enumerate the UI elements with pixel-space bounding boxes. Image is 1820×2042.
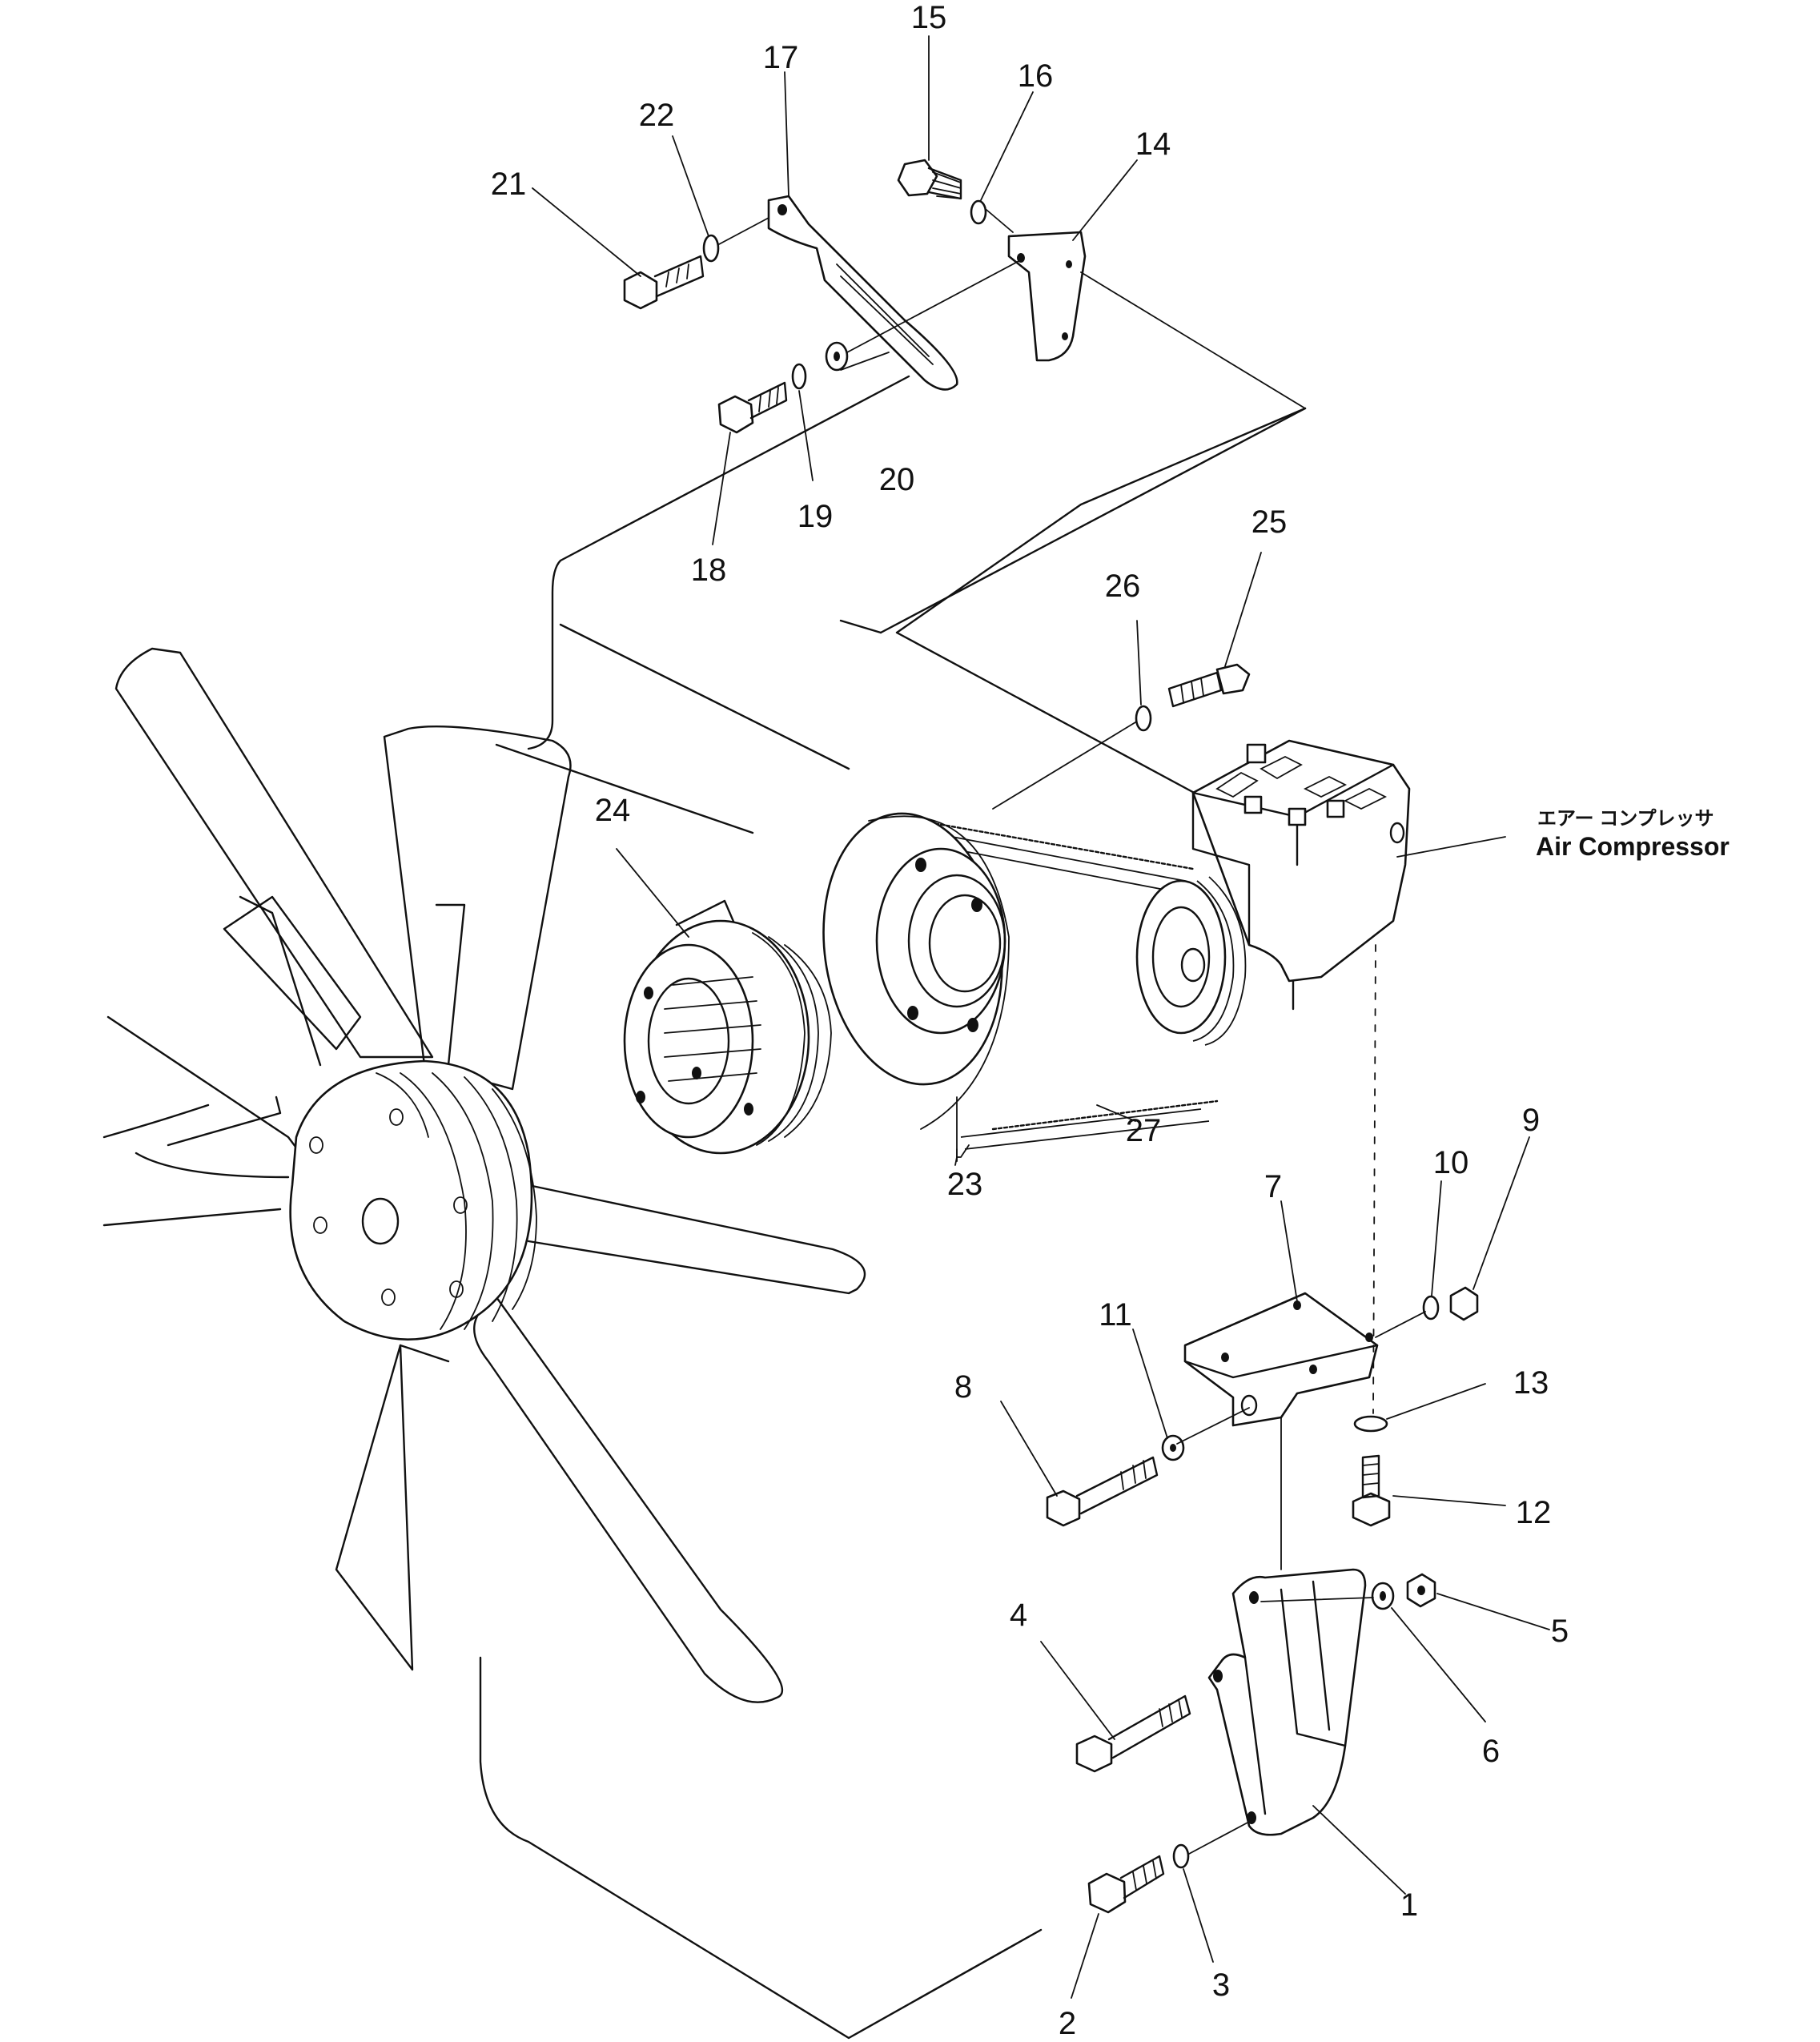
label-19: 19 <box>798 499 834 534</box>
washer-22 <box>702 234 720 263</box>
bolt-18 <box>717 381 788 434</box>
label-3: 3 <box>1212 1968 1230 2003</box>
washer-26 <box>1135 705 1152 732</box>
leaders <box>532 35 1550 1999</box>
bolt-2 <box>1087 1855 1165 1914</box>
washer-19 <box>791 363 807 390</box>
label-17: 17 <box>763 40 799 75</box>
label-5: 5 <box>1551 1614 1569 1649</box>
label-4: 4 <box>1010 1598 1027 1633</box>
label-9: 9 <box>1522 1103 1540 1138</box>
label-16: 16 <box>1018 58 1054 94</box>
label-8: 8 <box>954 1369 972 1405</box>
washer-13 <box>1353 1415 1388 1433</box>
bolt-25 <box>1167 663 1251 708</box>
part-number-labels: 1 2 3 4 5 6 7 8 9 10 11 12 13 14 15 16 1… <box>491 0 1569 2041</box>
label-2: 2 <box>1059 2006 1076 2041</box>
label-15: 15 <box>911 0 947 35</box>
label-27: 27 <box>1126 1113 1162 1148</box>
bolt-12 <box>1352 1454 1391 1527</box>
washers-and-nuts <box>702 199 1479 1869</box>
bracket-7 <box>1183 1292 1379 1427</box>
bracket-14 <box>1007 231 1087 362</box>
label-6: 6 <box>1482 1734 1500 1769</box>
drive-pulley-23 <box>822 812 1219 1150</box>
bolt-4 <box>1075 1694 1191 1773</box>
label-24: 24 <box>595 793 631 828</box>
label-10: 10 <box>1433 1145 1469 1180</box>
bolt-15 <box>897 159 962 200</box>
engine-block-outline <box>479 375 1307 2040</box>
bracket-1 <box>1207 1568 1367 1836</box>
label-12: 12 <box>1516 1495 1552 1530</box>
bolt-21 <box>623 255 705 310</box>
cooling-fan <box>102 647 866 1703</box>
washer-3 <box>1172 1843 1190 1869</box>
label-11: 11 <box>1099 1297 1132 1333</box>
callout-en: Air Compressor <box>1536 832 1730 861</box>
label-1: 1 <box>1400 1887 1418 1923</box>
adjusting-arm-17 <box>767 195 958 391</box>
label-21: 21 <box>491 167 527 202</box>
label-22: 22 <box>639 98 675 133</box>
assembly-lines <box>718 209 1426 1855</box>
label-13: 13 <box>1513 1365 1549 1401</box>
label-18: 18 <box>691 553 727 588</box>
label-25: 25 <box>1252 504 1288 540</box>
bolt-8 <box>1046 1456 1159 1527</box>
air-compressor <box>1135 739 1506 1046</box>
crank-pulley-24 <box>623 899 832 1155</box>
label-7: 7 <box>1264 1169 1282 1204</box>
callout-ja: エアー コンプレッサ <box>1537 808 1714 830</box>
washer-16 <box>970 199 987 225</box>
nut-9 <box>1449 1286 1479 1321</box>
washer-10 <box>1422 1295 1440 1320</box>
label-23: 23 <box>947 1167 983 1202</box>
label-26: 26 <box>1105 569 1141 604</box>
air-compressor-callout: エアー コンプレッサ Air Compressor <box>1536 808 1730 861</box>
label-14: 14 <box>1135 127 1171 162</box>
label-20: 20 <box>879 462 915 497</box>
